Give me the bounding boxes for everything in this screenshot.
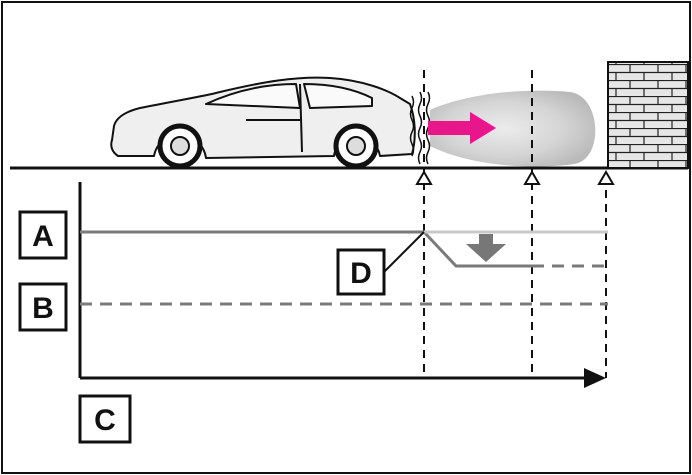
magenta-arrow-icon (428, 112, 496, 144)
svg-text:A: A (32, 220, 54, 253)
label-a: A (18, 210, 68, 260)
vertical-dashed-guides (423, 70, 607, 378)
label-d: D (336, 248, 386, 296)
brick-wall-icon (607, 61, 689, 169)
triangle-marker-icon (415, 170, 433, 185)
d-leader-line (383, 231, 425, 273)
svg-text:D: D (350, 257, 372, 290)
headlight-beam-icon (430, 90, 596, 167)
triangle-marker-icon (597, 170, 615, 185)
x-axis-arrowhead (584, 368, 606, 388)
label-b: B (18, 282, 68, 332)
label-c: C (78, 394, 132, 444)
car-side-icon (110, 76, 416, 169)
line-a (80, 230, 532, 268)
down-arrow-icon (466, 234, 506, 262)
svg-text:B: B (32, 292, 54, 325)
triangle-marker-icon (523, 170, 541, 185)
svg-text:C: C (94, 404, 116, 437)
